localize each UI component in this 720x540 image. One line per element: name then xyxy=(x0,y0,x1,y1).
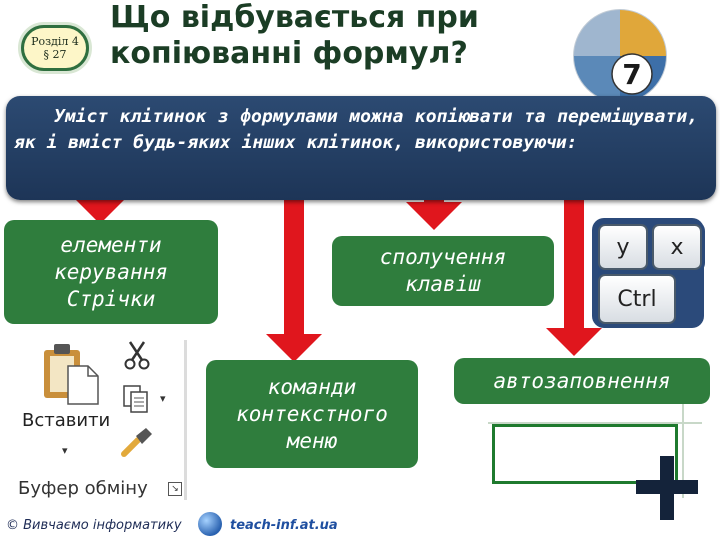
option-keys-label: сполучення клавіш xyxy=(379,245,507,296)
key-y-label: y xyxy=(616,234,630,260)
grid-line xyxy=(488,422,702,424)
option-autofill-label: автозаповнення xyxy=(493,369,671,393)
logo-number: 7 xyxy=(622,58,641,91)
key-ctrl-label: Ctrl xyxy=(617,286,657,312)
arrow-to-keys-head xyxy=(406,202,462,230)
arrow-to-context-shaft xyxy=(284,196,304,336)
paste-icon[interactable] xyxy=(40,340,102,406)
paragraph-label: § 27 xyxy=(43,48,67,61)
clipboard-group-label: Буфер обміну xyxy=(18,478,148,499)
paste-label[interactable]: Вставити xyxy=(22,410,111,431)
option-context-menu: команди контекстного меню xyxy=(206,360,418,468)
key-ctrl: Ctrl xyxy=(598,274,676,324)
format-painter-icon[interactable] xyxy=(120,424,154,458)
copy-dropdown-icon[interactable]: ▾ xyxy=(160,392,166,405)
cut-icon[interactable] xyxy=(122,340,152,370)
option-ribbon: елементи керування Стрічки xyxy=(4,220,218,324)
key-y: y xyxy=(598,224,648,270)
footer-link[interactable]: teach-inf.at.ua xyxy=(230,518,338,533)
selected-cell xyxy=(492,424,678,484)
ribbon-divider xyxy=(184,340,187,500)
globe-icon xyxy=(198,512,222,536)
section-badge: Розділ 4 § 27 xyxy=(18,22,92,74)
copy-icon[interactable] xyxy=(122,384,150,414)
arrow-to-keys-shaft xyxy=(424,196,444,204)
option-autofill: автозаповнення xyxy=(454,358,710,404)
intro-text: Уміст клітинок з формулами можна копіюва… xyxy=(14,106,698,153)
option-context-label: команди контекстного меню xyxy=(236,374,388,453)
section-badge-inner: Розділ 4 § 27 xyxy=(24,28,86,68)
arrow-to-context-head xyxy=(266,334,322,362)
fill-handle-cursor-icon xyxy=(636,480,698,494)
key-x-label: x xyxy=(670,234,684,260)
grade-logo: 7 xyxy=(573,9,667,103)
option-ribbon-label: елементи керування Стрічки xyxy=(54,232,168,311)
intro-banner xyxy=(6,96,716,200)
key-x: x xyxy=(652,224,702,270)
grid-line xyxy=(682,404,684,498)
arrow-to-autofill-head xyxy=(546,328,602,356)
arrow-to-ribbon-head xyxy=(72,196,128,224)
paste-dropdown-icon[interactable]: ▾ xyxy=(62,444,68,457)
section-label: Розділ 4 xyxy=(31,35,79,48)
arrow-to-autofill-shaft xyxy=(564,196,584,330)
footer-copyright: © Вивчаємо інформатику xyxy=(6,518,182,533)
dialog-launcher-icon[interactable]: ↘ xyxy=(168,482,182,496)
page-title: Що відбувається при копіюванні формул? xyxy=(110,0,479,71)
option-keys: сполучення клавіш xyxy=(332,236,554,306)
